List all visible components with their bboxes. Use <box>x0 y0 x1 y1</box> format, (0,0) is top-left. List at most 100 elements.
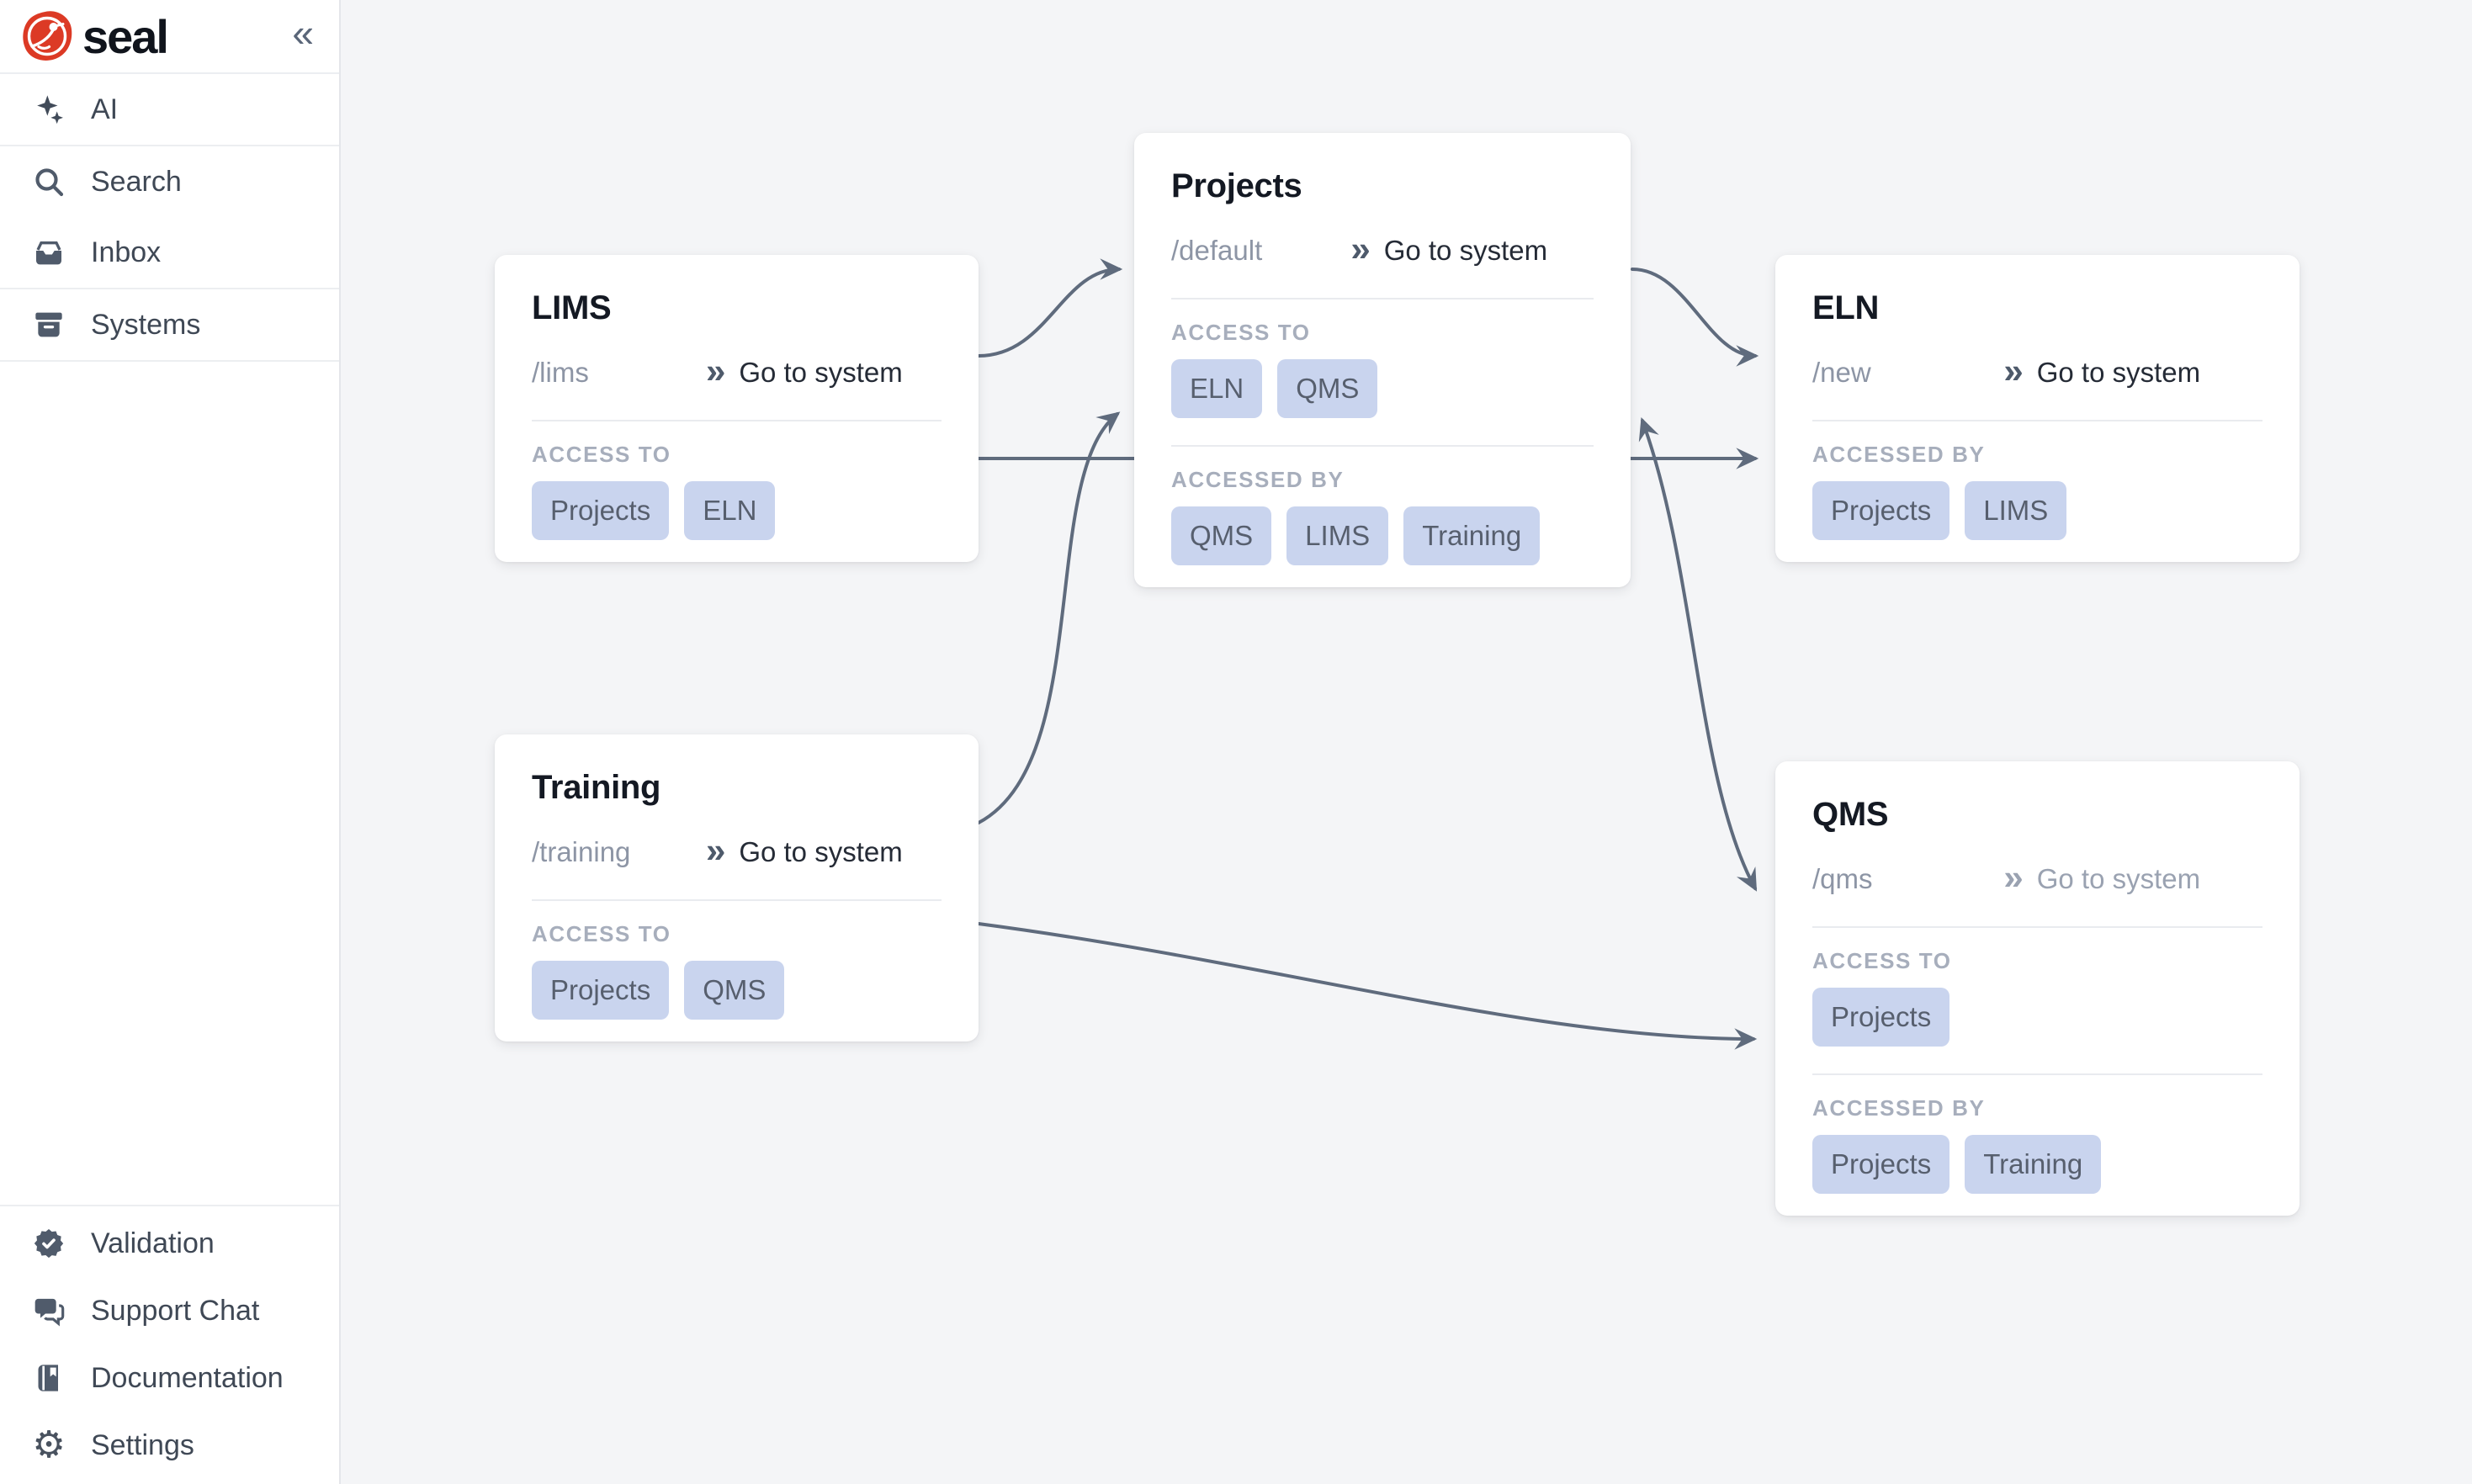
tag-projects: Projects <box>1812 481 1949 540</box>
tag-list: Projects QMS <box>532 961 942 1020</box>
system-card-projects[interactable]: Projects/default » Go to systemACCESS TO EL… <box>1134 133 1631 587</box>
sidebar-bottom-menu: ValidationSupport ChatDocumentation ⚙ Sett… <box>0 1205 339 1484</box>
logo-wordmark[interactable]: seal <box>82 9 292 64</box>
system-path: /new <box>1812 357 1871 389</box>
go-to-system-label: Go to system <box>2037 863 2200 895</box>
sidebar-item-label: Inbox <box>91 236 161 269</box>
go-to-system-link[interactable]: »Go to system <box>706 832 903 872</box>
section-label: ACCESSED BY <box>1171 467 1594 493</box>
tag-lims: LIMS <box>1286 506 1388 565</box>
section-label: ACCESS TO <box>1171 320 1594 346</box>
search-icon <box>30 163 67 200</box>
system-card-training[interactable]: Training/training »Go to systemACCESS TO P… <box>495 734 979 1041</box>
system-card-lims[interactable]: LIMS/lims » Go to systemACCESS TO Projects E… <box>495 255 979 562</box>
tag-projects: Projects <box>1812 988 1949 1047</box>
card-title: ELN <box>1812 289 2262 327</box>
double-chevron-icon: » <box>2003 354 2023 388</box>
sidebar-item-label: Support Chat <box>91 1295 259 1328</box>
go-to-system-link[interactable]: » Go to system <box>706 352 903 393</box>
tag-projects: Projects <box>532 481 669 540</box>
tag-qms: QMS <box>1277 359 1377 418</box>
seal-logo-icon[interactable] <box>20 9 74 63</box>
go-to-system-link[interactable]: » Go to system <box>1350 231 1547 271</box>
go-to-system-label: Go to system <box>739 836 902 868</box>
go-to-system-label: Go to system <box>739 357 902 389</box>
system-card-eln[interactable]: ELN/new » Go to systemACCESSED BY Projects L… <box>1775 255 2300 562</box>
sidebar-item-label: Validation <box>91 1227 215 1260</box>
card-divider <box>532 420 942 421</box>
logo-row: seal « <box>0 0 339 74</box>
card-divider <box>1812 420 2262 421</box>
sparkles-icon <box>30 91 67 128</box>
card-title: Projects <box>1171 167 1594 205</box>
chat-icon <box>30 1292 67 1329</box>
card-title: QMS <box>1812 795 2262 834</box>
tag-qms: QMS <box>684 961 784 1020</box>
card-divider <box>1171 445 1594 447</box>
card-divider <box>1812 926 2262 928</box>
sidebar-item-documentation[interactable]: Documentation <box>0 1344 339 1412</box>
system-path: /default <box>1171 235 1262 267</box>
card-path-row: /qms » Go to system <box>1812 859 2262 899</box>
systems-icon <box>30 306 67 343</box>
sidebar-item-search[interactable]: Search <box>0 146 339 217</box>
section-label: ACCESS TO <box>532 921 942 947</box>
system-card-qms[interactable]: QMS/qms»Go to systemACCESS TOProjectsACC… <box>1775 761 2300 1216</box>
tag-training: Training <box>1403 506 1540 565</box>
go-to-system-link: » Go to system <box>2003 859 2200 899</box>
tag-list: Projects LIMS <box>1812 481 2262 540</box>
section-label: ACCESSED BY <box>1812 442 2262 468</box>
tag-lims: LIMS <box>1965 481 2066 540</box>
sidebar-item-ai[interactable]: AI <box>0 74 339 145</box>
sidebar-item-settings[interactable]: ⚙ Settings <box>0 1412 339 1479</box>
sidebar-item-label: Settings <box>91 1429 194 1462</box>
tag-list: ELN QMS <box>1171 359 1594 418</box>
go-to-system-label: Go to system <box>2037 357 2200 389</box>
sidebar: seal « AI SearchInboxSystems ValidationSu… <box>0 0 341 1484</box>
inbox-icon <box>30 234 67 271</box>
sidebar-menu: AI SearchInboxSystems <box>0 74 339 362</box>
tag-list: Projects Training <box>1812 1135 2262 1194</box>
go-to-system-link[interactable]: » Go to system <box>2003 352 2200 393</box>
book-icon <box>30 1359 67 1397</box>
tag-list: Projects ELN <box>532 481 942 540</box>
system-path: /qms <box>1812 863 1873 895</box>
card-title: Training <box>532 768 942 807</box>
double-chevron-icon: » <box>2003 861 2023 894</box>
sidebar-item-label: Systems <box>91 309 200 342</box>
tag-eln: ELN <box>684 481 775 540</box>
section-label: ACCESS TO <box>532 442 942 468</box>
sidebar-item-validation[interactable]: Validation <box>0 1210 339 1277</box>
go-to-system-label: Go to system <box>1384 235 1547 267</box>
badge-check-icon <box>30 1225 67 1262</box>
system-path: /training <box>532 836 630 868</box>
card-path-row: /default » Go to system <box>1171 231 1594 271</box>
double-chevron-icon: » <box>1350 232 1370 266</box>
sidebar-item-systems[interactable]: Systems <box>0 289 339 360</box>
card-title: LIMS <box>532 289 942 327</box>
system-path: /lims <box>532 357 589 389</box>
card-divider <box>1812 1073 2262 1075</box>
tag-qms: QMS <box>1171 506 1271 565</box>
tag-training: Training <box>1965 1135 2101 1194</box>
card-path-row: /new » Go to system <box>1812 352 2262 393</box>
card-path-row: /lims » Go to system <box>532 352 942 393</box>
gear-icon: ⚙ <box>30 1427 67 1464</box>
tag-projects: Projects <box>532 961 669 1020</box>
card-divider <box>532 899 942 901</box>
card-divider <box>1171 298 1594 299</box>
sidebar-item-label: AI <box>91 93 118 126</box>
sidebar-item-label: Search <box>91 166 182 199</box>
tag-eln: ELN <box>1171 359 1262 418</box>
section-label: ACCESSED BY <box>1812 1095 2262 1121</box>
sidebar-collapse-button[interactable]: « <box>292 13 314 52</box>
sidebar-divider <box>0 360 339 362</box>
sidebar-item-inbox[interactable]: Inbox <box>0 217 339 288</box>
tag-list: QMS LIMS Training <box>1171 506 1594 565</box>
tag-projects: Projects <box>1812 1135 1949 1194</box>
section-label: ACCESS TO <box>1812 948 2262 974</box>
sidebar-item-label: Documentation <box>91 1362 284 1395</box>
sidebar-item-support-chat[interactable]: Support Chat <box>0 1277 339 1344</box>
double-chevron-icon: » <box>706 354 725 388</box>
